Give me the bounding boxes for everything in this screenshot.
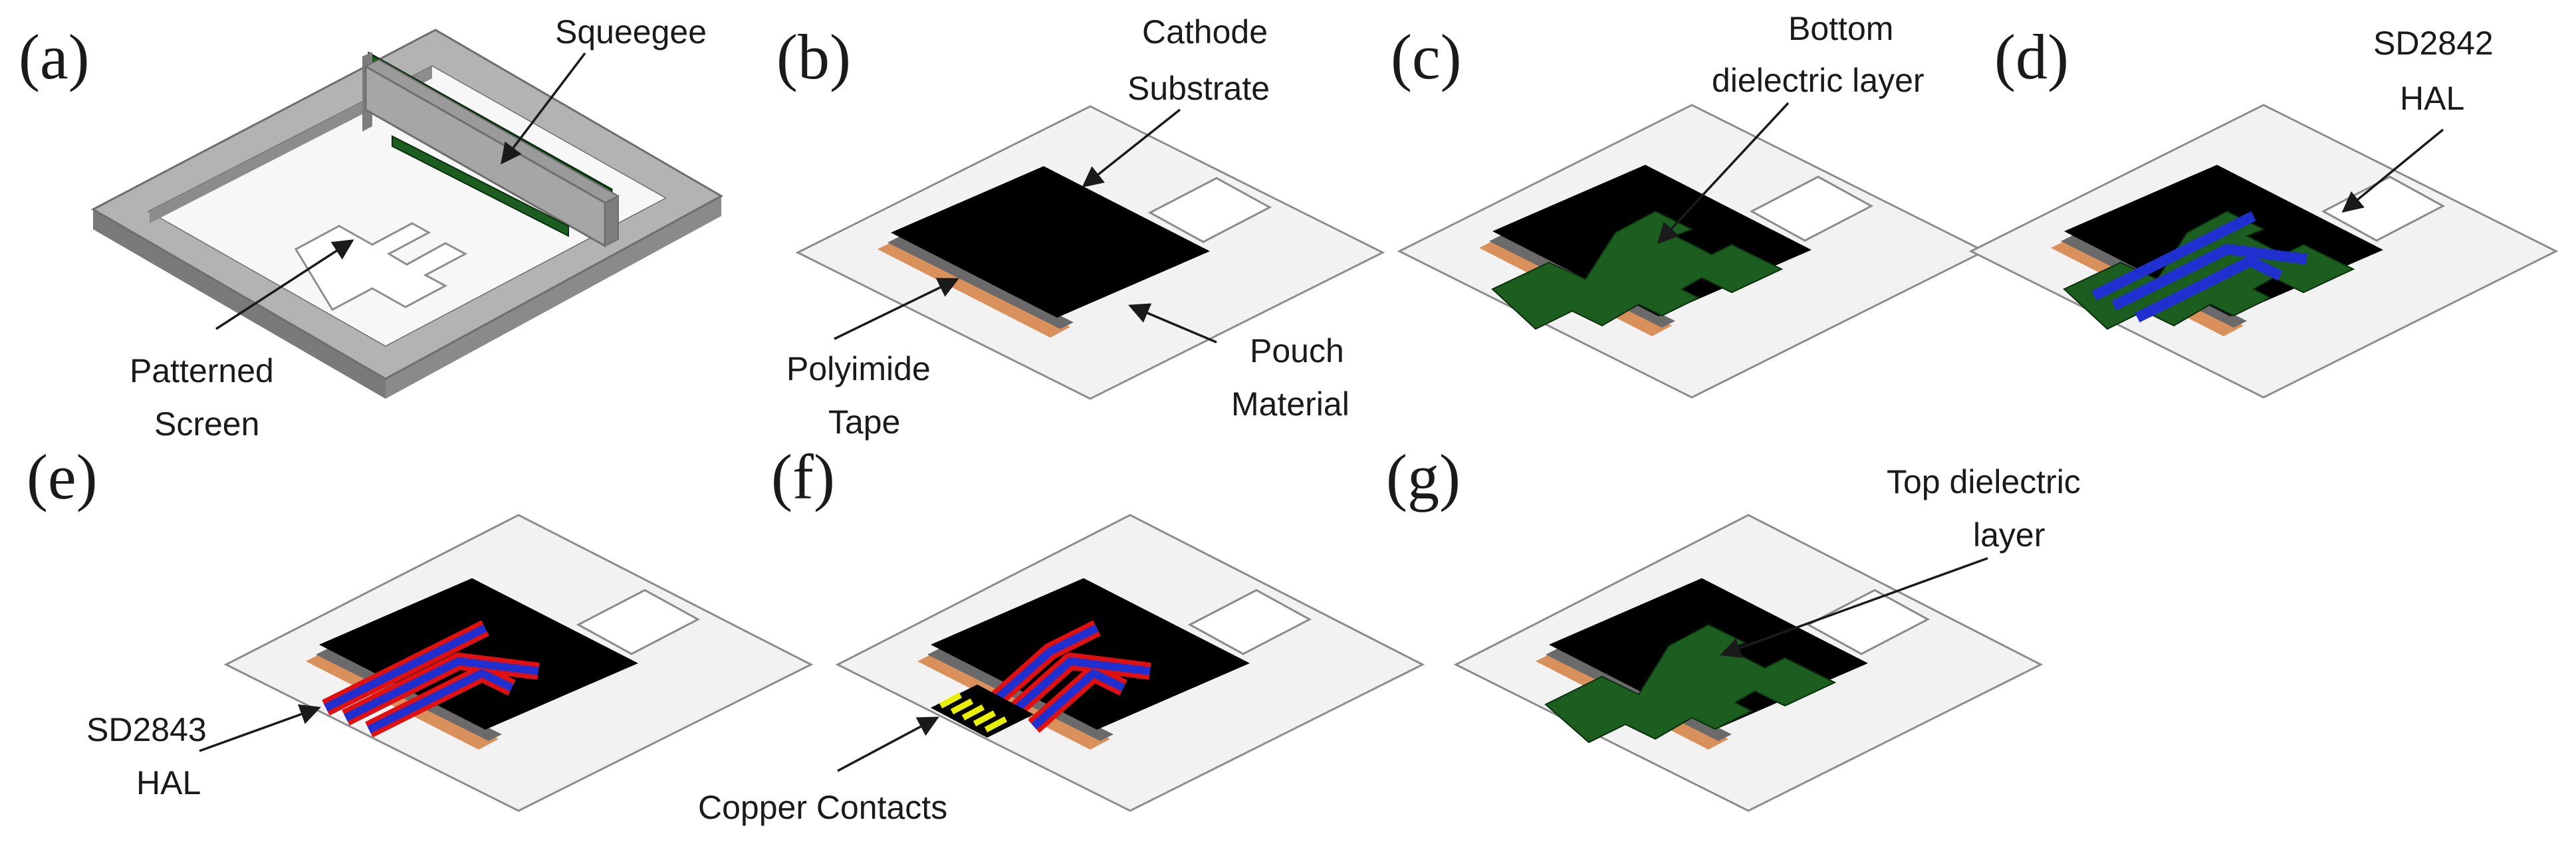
panel-g: (g) Top dielectric layer [1386,441,2081,812]
label-pouch: Pouch [1250,332,1344,369]
cathode-substrate [319,578,638,730]
label-sd2843: SD2843 [86,711,207,748]
copper-contacts [931,684,1034,738]
cathode-substrate [931,578,1250,730]
pouch-window [2321,175,2446,242]
panel-letter-g: (g) [1386,441,1461,512]
label-hal-e: HAL [136,764,201,801]
panel-f: (f) [698,441,1425,826]
panel-letter-a: (a) [19,21,90,92]
label-top-dielectric: Top dielectric [1887,463,2081,500]
cathode-substrate [891,166,1210,318]
sd2843-traces [322,620,540,738]
panel-d: (d) SD2842 HAL [1968,21,2559,399]
panel-c: (c) Bottom dielectric layer [1391,10,1987,399]
bottom-dielectric-layer [1491,210,1784,330]
polyimide-tape [878,239,1070,338]
label-tape: Tape [828,403,900,441]
label-polyimide: Polyimide [786,350,931,387]
label-hal: HAL [2400,80,2464,117]
label-copper-contacts: Copper Contacts [698,789,947,826]
label-layer: layer [1973,516,2045,554]
top-dielectric-layer [1544,623,1837,744]
sd2842-traces [2091,211,2307,323]
panel-letter-e: (e) [27,441,98,512]
pouch-window [1749,175,1874,242]
label-patterned: Patterned [130,352,274,389]
panel-letter-d: (d) [1994,21,2069,92]
squeegee [362,51,620,248]
pouch-window [1147,177,1272,243]
label-dielectric-layer: dielectric layer [1712,62,1925,99]
label-substrate: Substrate [1127,70,1270,107]
pouch-window [1806,589,1931,655]
label-bottom: Bottom [1788,10,1893,47]
panel-letter-f: (f) [771,441,835,512]
label-cathode: Cathode [1142,13,1268,51]
panel-e: (e) SD2843 HAL [27,441,814,812]
label-screen: Screen [154,405,259,443]
label-sd2842: SD2842 [2373,25,2494,62]
panel-b: (b) Cathode Substrate Polyimide Tape Pou… [776,13,1385,441]
panel-letter-c: (c) [1391,21,1462,92]
screen-frame [90,29,724,399]
panel-letter-b: (b) [776,21,851,92]
label-squeegee: Squeegee [555,13,707,51]
label-material: Material [1231,385,1349,423]
sd2843-traces [985,620,1151,733]
pouch-window [576,589,701,655]
panel-a: (a) Squeegee Patterne [19,13,724,443]
pouch-window [1187,589,1312,655]
polyimide-tape [306,651,499,750]
tape-grey [887,236,1074,329]
